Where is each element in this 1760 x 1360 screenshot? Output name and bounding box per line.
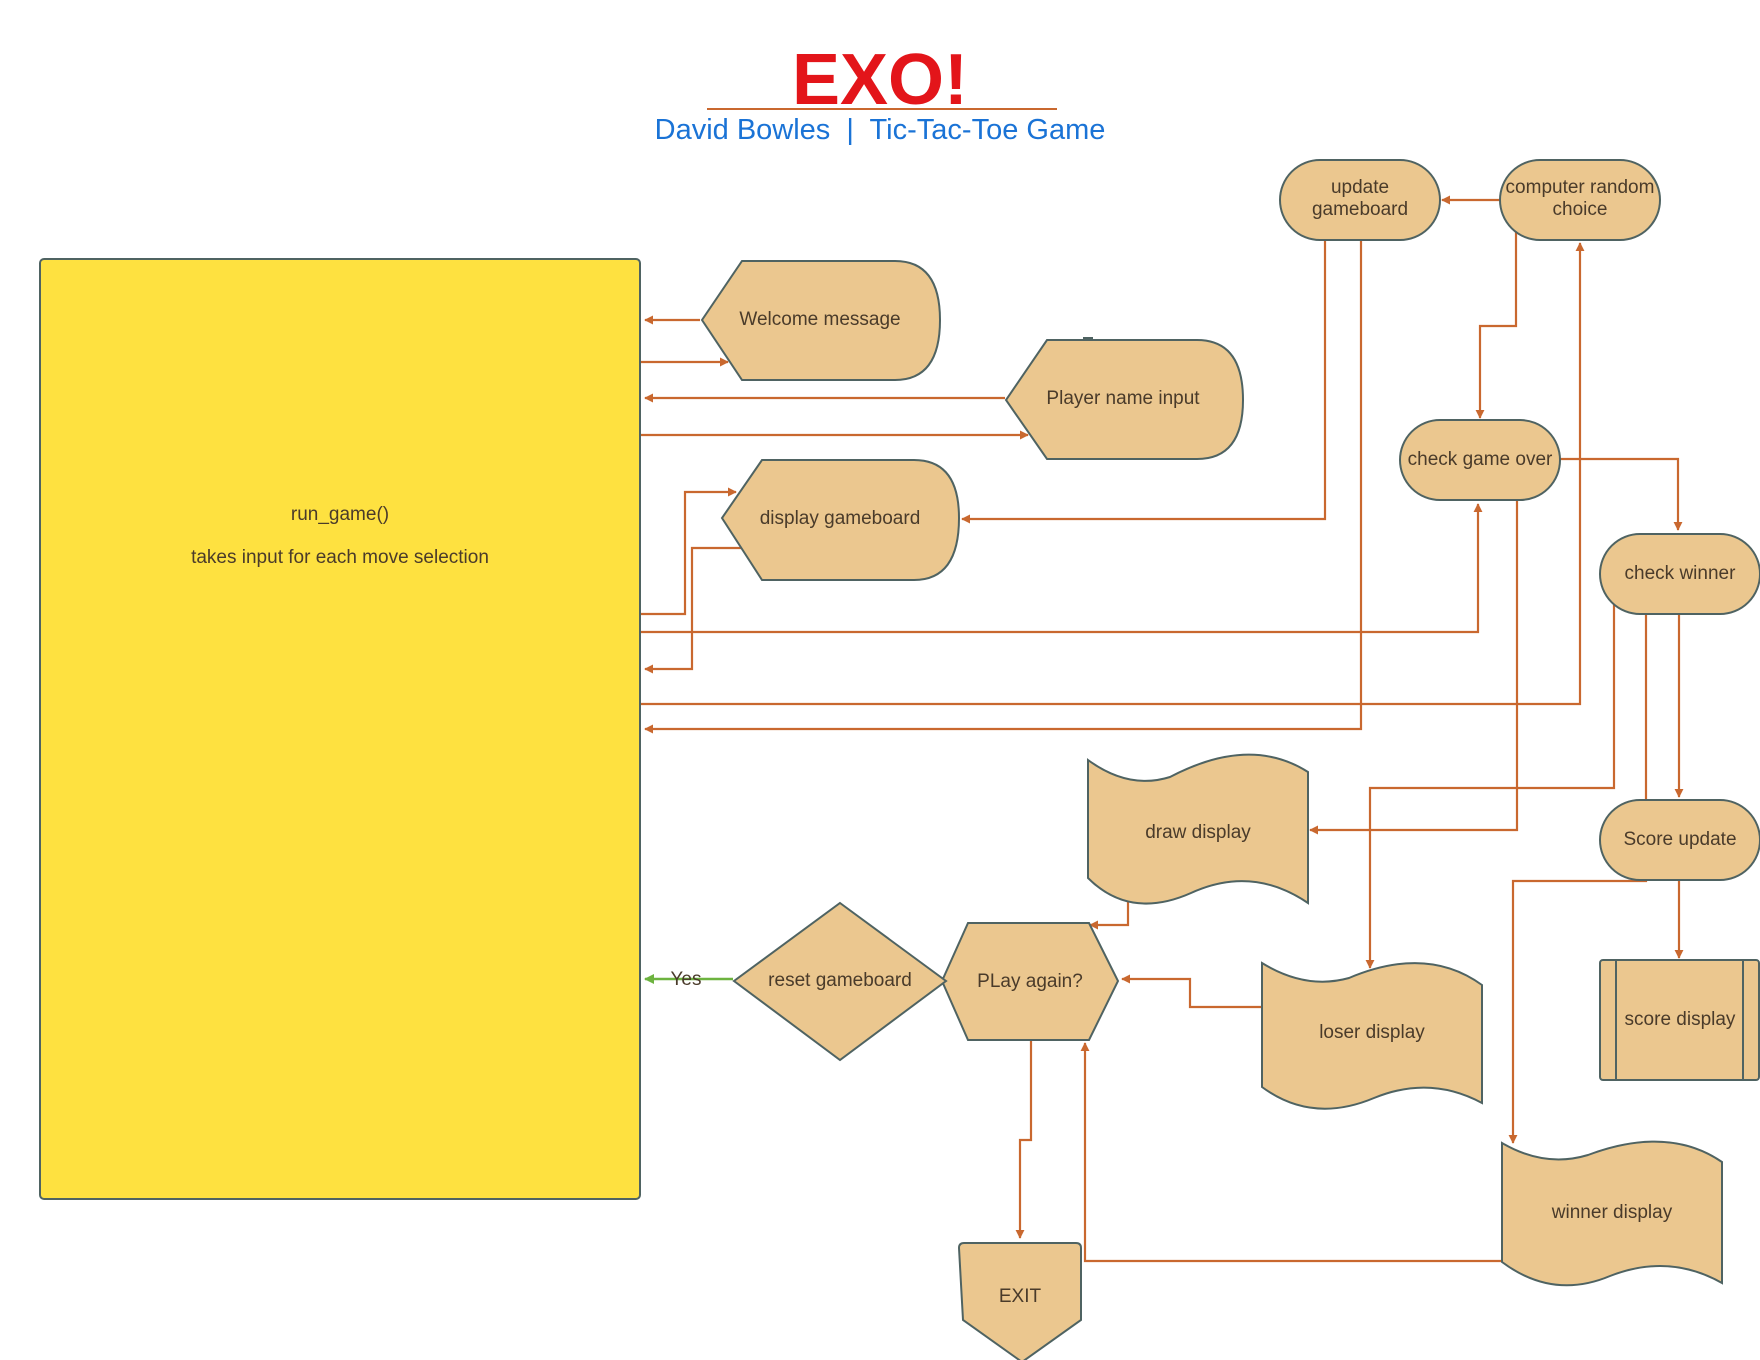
node-winner-display: winner display (1501, 1140, 1723, 1287)
exit-label: EXIT (999, 1286, 1042, 1307)
exit-shape (957, 1242, 1082, 1360)
node-score-display: score display (1599, 959, 1760, 1081)
diagram-title: EXO! (791, 40, 969, 120)
loser-display-shape (1261, 961, 1483, 1110)
run-game-box (39, 258, 641, 1200)
node-display-gameboard: display gameboard (720, 459, 961, 581)
score-update-shape (1599, 799, 1760, 881)
edge-checkwinner-to-winner (1508, 614, 1648, 1144)
welcome-shape (700, 260, 942, 381)
diagram-subtitle: David Bowles | Tic-Tac-Toe Game (654, 114, 1106, 146)
edge-display-to-run (644, 546, 741, 674)
player-name-label: Player name input (1046, 388, 1200, 409)
winner-display-label: winner display (1551, 1202, 1673, 1223)
node-exit: EXIT (957, 1242, 1082, 1360)
reset-gameboard-label: reset gameboard (768, 970, 912, 991)
node-play-again: PLay again? (940, 922, 1120, 1041)
node-check-game-over: check game over (1399, 419, 1561, 501)
score-display-shape (1599, 959, 1760, 1081)
welcome-label: Welcome message (739, 309, 900, 330)
edge-checkwinner-to-loser (1365, 603, 1616, 969)
draw-display-label: draw display (1145, 822, 1251, 843)
loser-display-label: loser display (1319, 1022, 1425, 1043)
player-name-shape (1004, 339, 1245, 460)
check-winner-label: check winner (1625, 563, 1737, 584)
node-reset-gameboard: reset gameboard (732, 901, 948, 1062)
node-draw-display: draw display (1087, 753, 1309, 905)
display-gameboard-label: display gameboard (760, 508, 921, 529)
node-check-winner: check winner (1599, 533, 1760, 615)
update-gameboard-label-line1: update (1331, 177, 1389, 198)
edge-run-to-computerchoice (641, 242, 1585, 706)
node-welcome-message: Welcome message (700, 260, 942, 381)
display-gameboard-shape (720, 459, 961, 581)
check-game-over-label: check game over (1408, 449, 1553, 470)
edge-update-to-run (644, 239, 1363, 734)
update-gameboard-label-line2: gameboard (1312, 199, 1408, 220)
edge-draw-to-playagain (1089, 898, 1130, 930)
edge-winner-to-playagain (1080, 1042, 1502, 1263)
edges (641, 195, 1684, 1263)
edge-run-to-display (641, 487, 737, 616)
node-player-name-input: Player name input (1004, 337, 1245, 460)
edge-computer-to-checkgameover (1475, 230, 1518, 419)
node-score-update: Score update (1599, 799, 1760, 881)
computer-choice-label-line1: computer random (1506, 177, 1655, 198)
check-game-over-shape (1399, 419, 1561, 501)
edge-update-to-display (961, 239, 1327, 524)
computer-choice-label-line2: choice (1553, 199, 1608, 220)
node-computer-random-choice: computer random choice (1499, 159, 1661, 241)
node-update-gameboard: update gameboard (1279, 159, 1441, 241)
score-update-label: Score update (1623, 829, 1736, 850)
check-winner-shape (1599, 533, 1760, 615)
edge-label-yes: Yes (671, 969, 702, 990)
edge-playagain-to-exit (1015, 1040, 1033, 1239)
edge-checkgameover-to-checkwinner (1558, 457, 1683, 531)
node-loser-display: loser display (1261, 961, 1483, 1110)
winner-display-shape (1501, 1140, 1723, 1287)
reset-gameboard-shape (732, 901, 948, 1062)
run-game-description: takes input for each move selection (191, 547, 489, 568)
draw-display-shape (1087, 753, 1309, 905)
computer-choice-shape (1499, 159, 1661, 241)
run-game-title: run_game() (291, 504, 389, 525)
edge-checkgameover-to-draw (1309, 497, 1519, 835)
node-run-game: run_game() takes input for each move sel… (39, 258, 641, 1200)
score-display-label: score display (1625, 1009, 1736, 1030)
edge-loser-to-playagain (1121, 974, 1262, 1009)
update-gameboard-shape (1279, 159, 1441, 241)
edge-run-to-checkgameover (641, 503, 1483, 634)
play-again-label: PLay again? (977, 971, 1083, 992)
